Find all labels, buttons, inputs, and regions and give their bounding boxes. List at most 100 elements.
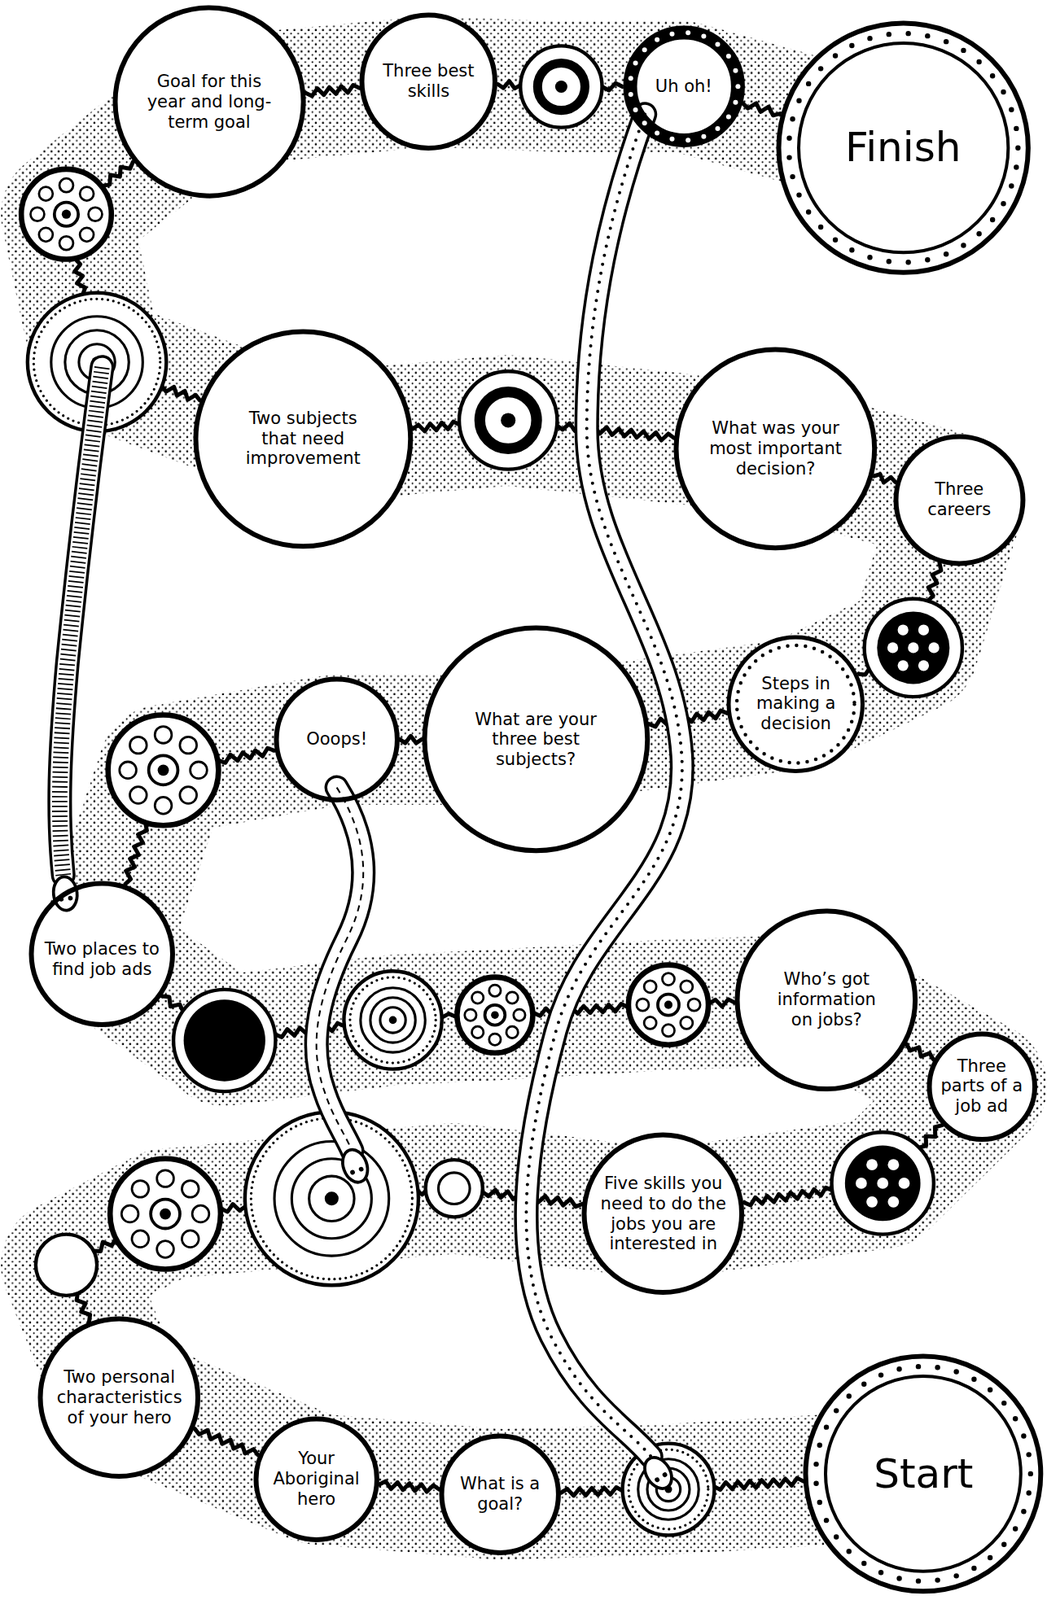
- ring-circle: [154, 797, 172, 815]
- board-space: Ooops!: [273, 676, 400, 803]
- ring-dot: [796, 192, 802, 198]
- ring-dot: [885, 31, 891, 37]
- board-space: Who’s got information on jobs?: [734, 908, 919, 1093]
- white-dot: [866, 1159, 878, 1171]
- path-link: [533, 1004, 628, 1017]
- ring-dot: [1012, 1416, 1018, 1422]
- ring-dot: [732, 68, 738, 74]
- ring-circle: [661, 973, 675, 986]
- space-fill: [776, 21, 1030, 275]
- dot-painting-circle: [832, 1132, 934, 1235]
- board-space: What are your three best subjects?: [421, 625, 651, 855]
- path-link: [742, 103, 780, 116]
- centre-dot: [490, 1011, 500, 1020]
- space-fill: [623, 26, 745, 148]
- ring-circle: [190, 762, 208, 780]
- ring-dot: [897, 1577, 903, 1582]
- snake-head-shape: [338, 1146, 373, 1187]
- circle-outline: [458, 978, 532, 1052]
- ring-dot: [1021, 1434, 1027, 1440]
- ring-circle: [661, 1025, 675, 1038]
- ring-dot: [714, 42, 720, 48]
- dot-painting-circle: [627, 963, 710, 1046]
- snake-eye: [653, 1476, 661, 1484]
- space-ring: [928, 1033, 1035, 1140]
- ring-dot: [905, 30, 911, 36]
- snake-eye: [661, 1471, 669, 1479]
- centre-dot: [324, 1191, 339, 1206]
- space-fill: [582, 1134, 745, 1296]
- ring-dot: [885, 258, 891, 264]
- circle-outline: [832, 1132, 934, 1235]
- space-ring: [195, 331, 411, 547]
- ring-dot: [700, 34, 706, 40]
- dot-painting-circle: [245, 1112, 419, 1286]
- ring-circle: [129, 787, 147, 805]
- path-link: [306, 85, 360, 97]
- circle-outline: [111, 1160, 220, 1269]
- inner-ring: [370, 998, 416, 1043]
- snake-body: [525, 113, 682, 1458]
- space-label: Start: [873, 1450, 973, 1499]
- ring-circle: [489, 1033, 501, 1046]
- ring-dot: [814, 1462, 820, 1468]
- ring-circle: [472, 992, 484, 1004]
- ring-dot: [632, 107, 638, 113]
- space-label: Who’s got information on jobs?: [765, 969, 888, 1030]
- snake-eye: [67, 895, 73, 901]
- white-dot: [887, 642, 899, 653]
- space-ring: [441, 1436, 558, 1554]
- ring-dot: [1000, 201, 1006, 206]
- circle-outline: [520, 45, 602, 128]
- space-fill: [193, 329, 412, 548]
- ring-dot: [960, 242, 966, 248]
- white-dot: [918, 624, 929, 636]
- board-space: Finish: [775, 20, 1031, 276]
- space-ring: [728, 637, 863, 772]
- thick-ring: [537, 62, 585, 110]
- space-fill: [39, 1317, 201, 1479]
- ring-circle: [88, 207, 103, 222]
- board-space: Two personal characteristics of your her…: [37, 1316, 202, 1481]
- path-link: [442, 1014, 457, 1019]
- ring-circle: [79, 187, 94, 202]
- inner-ring: [150, 1200, 180, 1230]
- white-dot: [898, 1178, 911, 1190]
- ring-dot: [867, 35, 872, 41]
- ring-dot: [627, 76, 633, 82]
- snake-eye: [358, 1166, 364, 1173]
- path-link: [858, 669, 869, 675]
- ring-dot: [1028, 1471, 1034, 1477]
- centre-dot: [389, 1016, 398, 1026]
- snake-pattern: [316, 788, 364, 1152]
- dot-painting-circle: [864, 599, 963, 697]
- white-dot: [887, 1196, 899, 1209]
- ring-circle: [643, 981, 657, 994]
- space-fill: [359, 13, 497, 150]
- ring-dot: [789, 116, 795, 122]
- space-ring: [806, 1357, 1042, 1593]
- space-label: Five skills you need to do the jobs you …: [594, 1174, 733, 1255]
- ring-dot: [1013, 126, 1019, 132]
- white-dot: [918, 660, 929, 671]
- board-space: Start: [802, 1353, 1044, 1595]
- ring-circle: [489, 985, 501, 997]
- centre-dot: [157, 764, 170, 776]
- ring-dot: [700, 134, 706, 140]
- circle-outline: [109, 1158, 222, 1271]
- black-disc: [183, 999, 266, 1082]
- space-ring: [31, 883, 173, 1025]
- space-label: Steps in making a decision: [751, 674, 842, 735]
- dot-painting-circle: [35, 1235, 97, 1297]
- ring-circle: [179, 736, 198, 754]
- ring-dot: [786, 154, 792, 160]
- board-space: Three parts of a job ad: [926, 1031, 1039, 1144]
- centre-dot: [500, 412, 516, 428]
- path-link: [560, 1487, 623, 1496]
- ring-circle: [181, 1181, 199, 1199]
- path-link: [194, 1429, 258, 1456]
- ring-dot: [832, 52, 837, 58]
- path-link: [162, 996, 184, 1012]
- ring-circle: [680, 1016, 693, 1030]
